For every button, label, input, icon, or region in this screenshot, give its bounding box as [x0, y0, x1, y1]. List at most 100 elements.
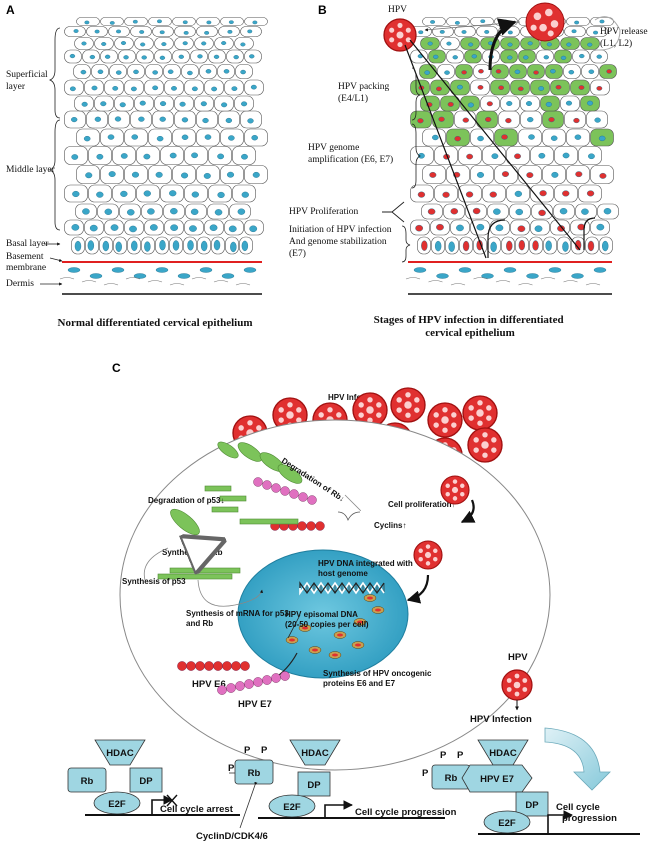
- panel-c-letter: C: [112, 361, 121, 375]
- brace-cyclins: [344, 494, 362, 512]
- rb-proteins: [170, 441, 303, 536]
- dp-3-label: DP: [525, 800, 539, 811]
- e2f-1-label: E2F: [108, 799, 126, 810]
- label-amplification: HPV genome amplification (E6, E7): [308, 143, 393, 165]
- arrow-synthesis-rb: [205, 541, 222, 548]
- arrow-synthesis-p53: [143, 547, 169, 581]
- cell-division-line: [487, 219, 506, 258]
- p-3b: P: [440, 750, 447, 761]
- label-superficial: Superficial layer: [6, 69, 50, 92]
- panel-a: A Superficial layer Middle layer Basal l…: [6, 3, 268, 329]
- infection-line-1: [404, 44, 487, 259]
- label-cyclins: Cyclins↑: [374, 521, 406, 530]
- e7-beads: [217, 671, 290, 695]
- virus-entering-1-icon: [440, 475, 470, 505]
- label-cyclin: CyclinD/CDK4/6: [196, 831, 268, 842]
- promoter-3: [547, 810, 573, 834]
- dp-3: [515, 791, 549, 817]
- nucleus: [237, 549, 409, 679]
- panel-a-letter: A: [6, 3, 15, 17]
- promoter-1: [151, 795, 173, 815]
- label-hpv-infection-top: HPV Infection: [328, 393, 380, 402]
- dp-2-label: DP: [307, 780, 321, 791]
- cycle-progression: Rb P P P HDAC DP E2F Cell cycle progress…: [196, 739, 457, 842]
- label-synthesis-p53: Synthesis of p53: [122, 577, 186, 586]
- brace-superficial: [48, 27, 61, 119]
- brace-middle: [48, 119, 61, 231]
- p-3c: P: [457, 750, 464, 761]
- virus-entering-2-icon: [413, 540, 443, 570]
- rb-3-label: Rb: [445, 773, 458, 784]
- line-episome: [287, 614, 301, 639]
- label-e7: HPV E7: [238, 699, 272, 710]
- label-synthesis-mrna: Synthesis of mRNA for p53 and Rb: [186, 609, 291, 628]
- panel-b-letter: B: [318, 3, 327, 17]
- caption-b: Stages of HPV infection in differentiate…: [374, 314, 567, 339]
- label-proliferation: HPV Proliferation: [289, 206, 358, 217]
- rb-2-label: Rb: [248, 768, 261, 779]
- cycle-arrest: HDAC Rb DP E2F Cell cycle arrest: [67, 739, 240, 816]
- brace-packing: [411, 67, 421, 121]
- virus-right-icon: [501, 669, 533, 701]
- label-progression: Cell cycle progression: [355, 807, 457, 818]
- label-hpv-right: HPV: [508, 652, 528, 663]
- hdac-1: [94, 739, 146, 766]
- dp-2: [297, 771, 331, 797]
- hpv-e7-3-label: HPV E7: [480, 774, 514, 785]
- e2f-2-label: E2F: [283, 802, 301, 813]
- arrow-release-up: [488, 18, 517, 71]
- arrow-virus-enter-2: [406, 574, 430, 604]
- episomal-dna: [285, 594, 385, 659]
- label-release: HPV release (L1, L2): [600, 27, 650, 49]
- label-basement: Basement membrane: [6, 252, 46, 273]
- p-2b: P: [244, 745, 251, 756]
- label-dermis: Dermis: [6, 279, 34, 289]
- label-progression-split: Cell cycle progression: [556, 802, 617, 824]
- label-cell-proliferation: Cell proliferation↑: [388, 500, 456, 509]
- curved-arrow-infection: [544, 727, 611, 791]
- e2f-3-label: E2F: [498, 818, 516, 829]
- label-middle: Middle layer: [6, 165, 56, 175]
- panel-c: C HPV Infection: [67, 361, 640, 842]
- release-curve: [594, 16, 621, 51]
- label-arrest: Cell cycle arrest: [160, 804, 234, 815]
- hdac-2-label: HDAC: [301, 748, 329, 759]
- label-integrated: HPV DNA integrated with host genome: [318, 559, 415, 578]
- dna-helix: [299, 581, 385, 596]
- caption-a: Normal differentiated cervical epitheliu…: [58, 317, 253, 329]
- virus-icon: [383, 18, 417, 52]
- label-initiation: Initiation of HPV infection And genome s…: [289, 224, 394, 259]
- fork-proliferation: [382, 201, 405, 223]
- label-synthesis-rb: Synthesis of Rb: [162, 548, 223, 557]
- panel-b: B HPV HPV release (L1, L2) HPV packing (…: [289, 2, 650, 339]
- promoter-2: [324, 800, 353, 818]
- hdac-3-label: HDAC: [489, 748, 517, 759]
- cycle-hpv-e7: HDAC Rb P P P HPV E7 DP E2F Cell cycle p…: [422, 739, 640, 835]
- label-degradation-p53: Degradation of p53↓: [148, 496, 224, 505]
- arrow-cyclin: [239, 781, 258, 829]
- label-infection-right: HPV Infection: [470, 714, 532, 725]
- e6-beads: [177, 661, 250, 671]
- brace-amplification: [411, 123, 421, 189]
- infection-line-2: [409, 39, 581, 251]
- p-2c: P: [261, 745, 268, 756]
- epithelium-b: [410, 17, 619, 255]
- brace-cyclins-2: [337, 511, 361, 521]
- epithelium-a: [64, 17, 268, 255]
- rb-2: [234, 759, 274, 785]
- label-e6: HPV E6: [192, 679, 226, 690]
- rb-1: [67, 767, 107, 793]
- hdac-2: [289, 739, 341, 766]
- virus-cluster-icon: [525, 2, 565, 42]
- block-x-icon: [166, 794, 178, 807]
- label-oncogenic: Synthesis of HPV oncogenic proteins E6 a…: [323, 669, 434, 688]
- e7-beads-degradation: [253, 477, 317, 505]
- rb-1-label: Rb: [81, 776, 94, 787]
- dermis-b: [405, 267, 612, 295]
- label-basal: Basal layer: [6, 239, 49, 249]
- arrow-basement: [49, 257, 63, 262]
- dp-1: [129, 767, 163, 793]
- p-3a: P: [422, 768, 429, 779]
- dermis-a: [59, 267, 262, 295]
